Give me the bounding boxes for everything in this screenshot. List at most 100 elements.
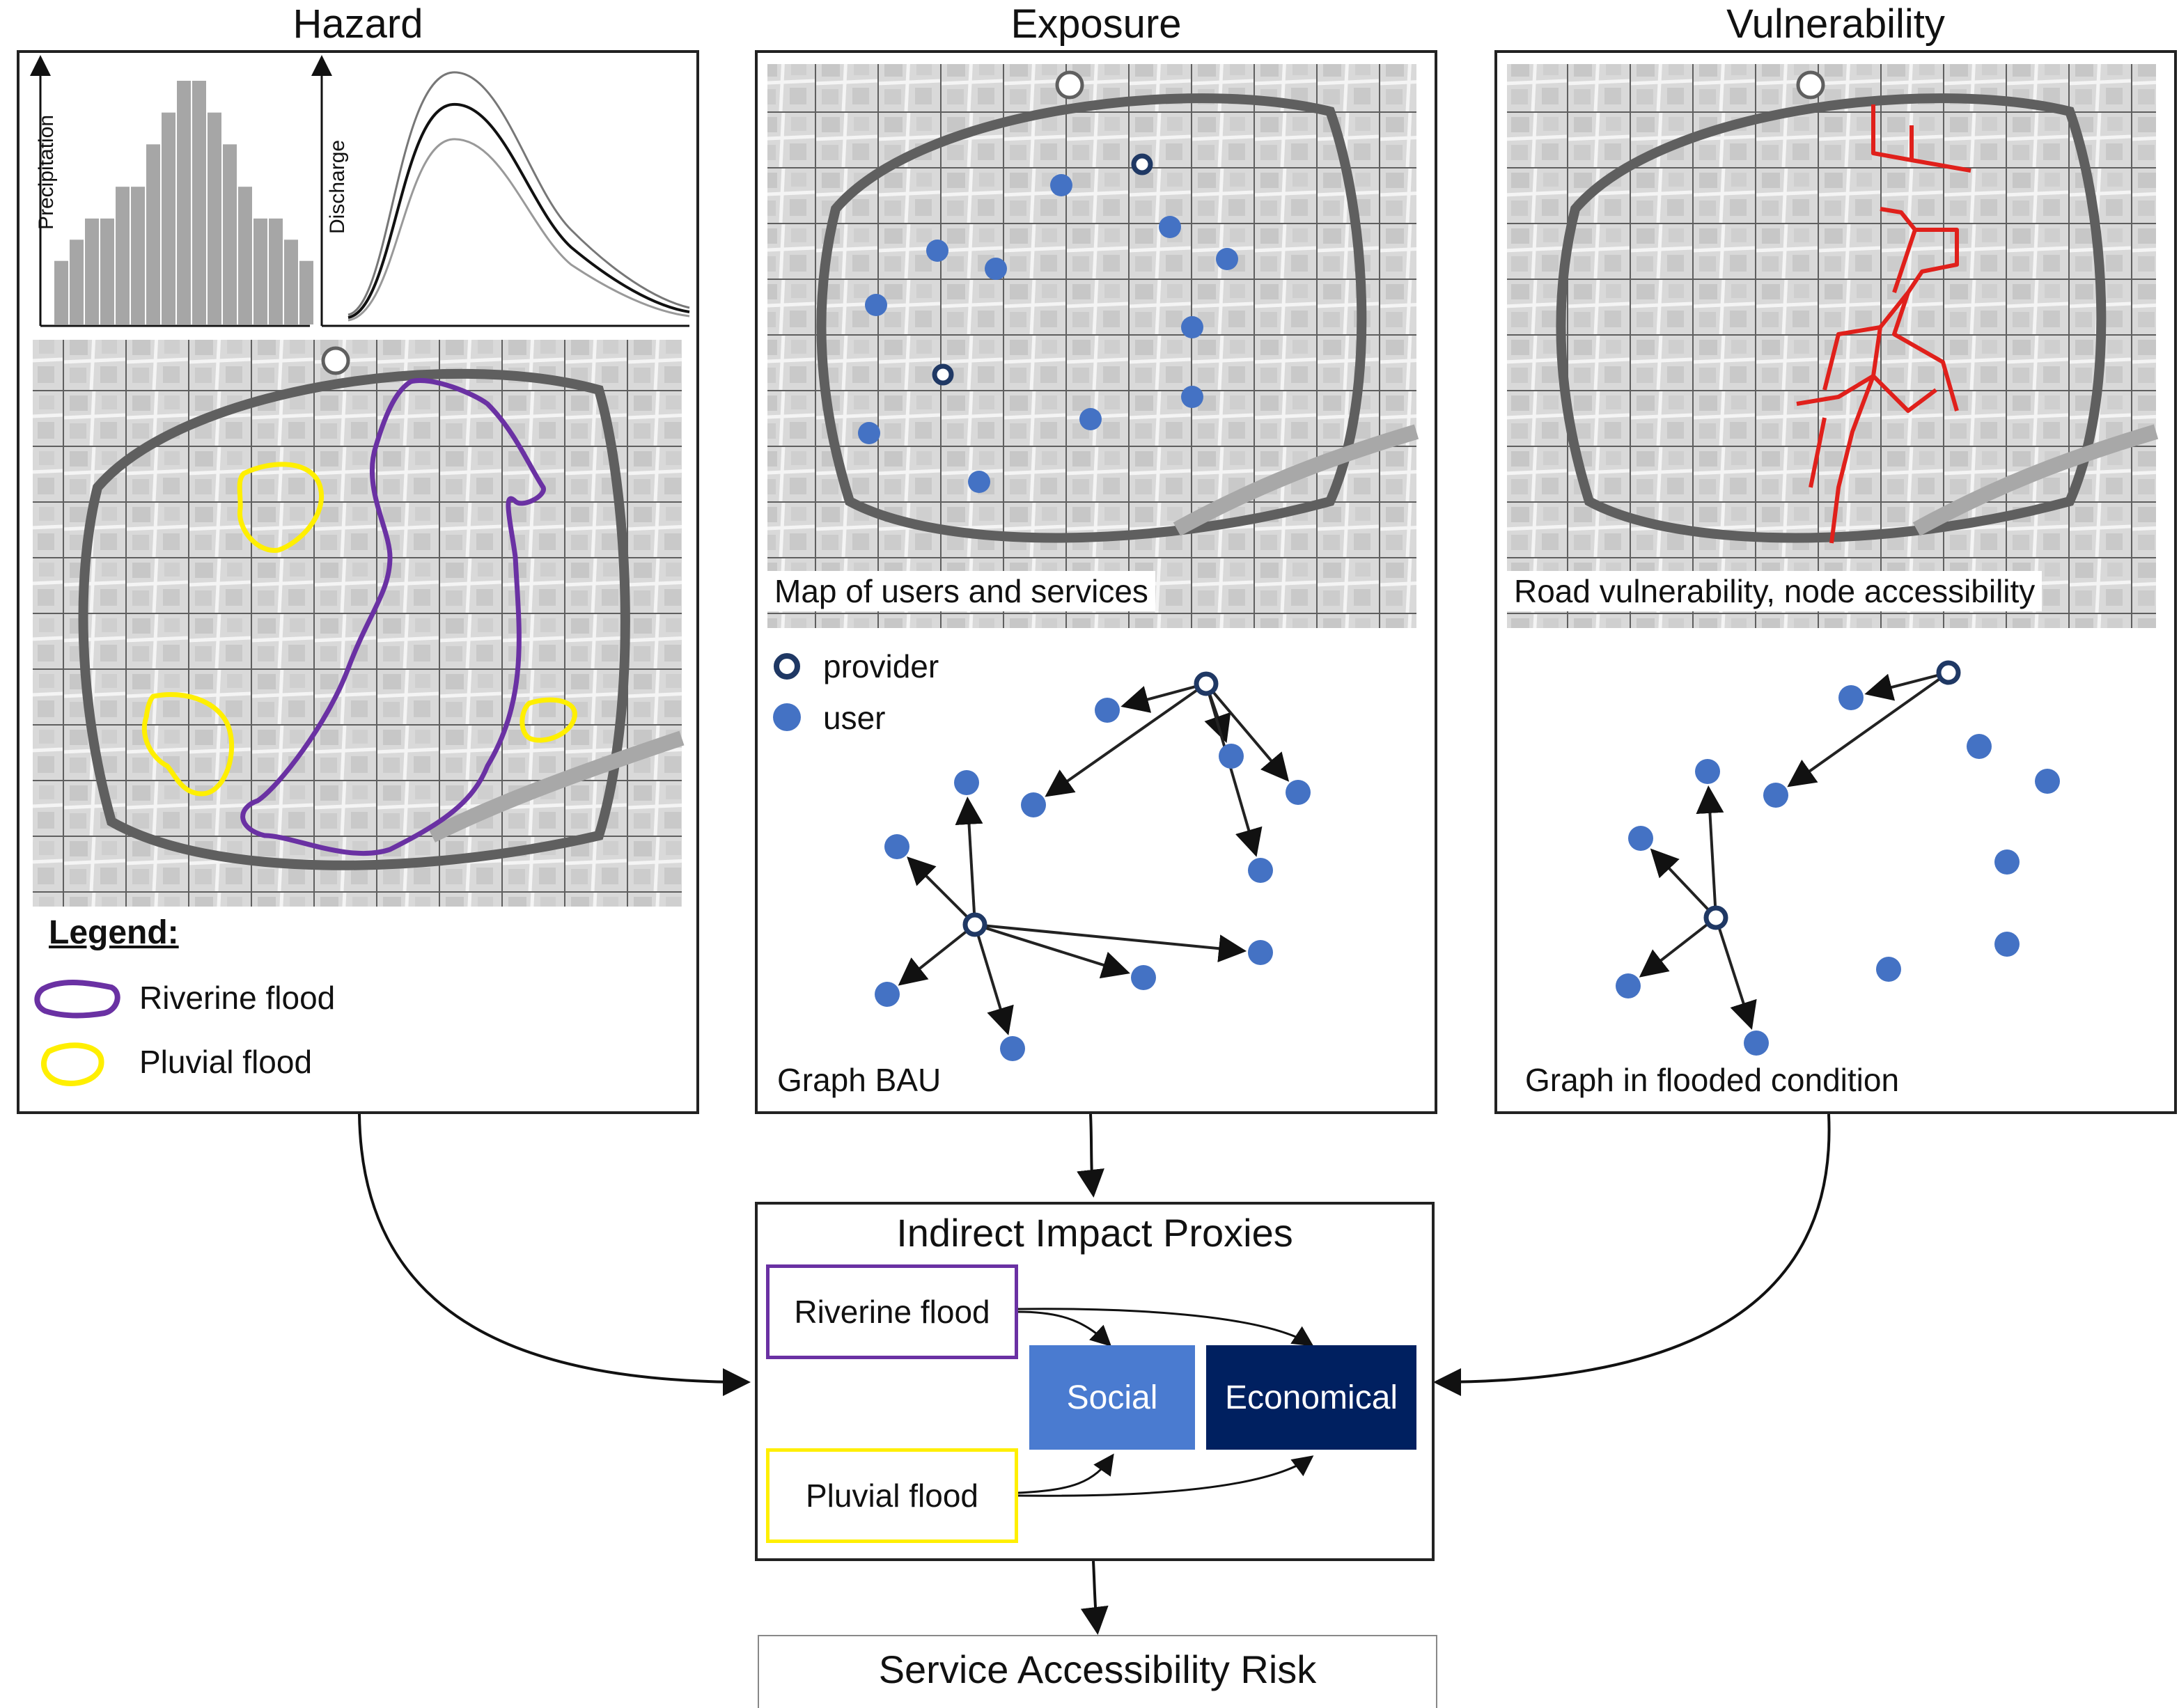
proxy-riverine-label: Riverine flood (794, 1294, 990, 1330)
user-map-marker (968, 471, 990, 493)
arrow-riverine-to-social (1017, 1310, 1112, 1347)
user-node (1994, 932, 2020, 957)
pluvial-flood-outline-3 (520, 697, 577, 743)
vulnerability-graphics (1507, 64, 2159, 1056)
user-node (1095, 698, 1120, 723)
graph-edge (984, 924, 1247, 963)
user-node (1131, 965, 1156, 990)
bau-graph-caption: Graph BAU (777, 1062, 942, 1098)
riverine-flood-outline (240, 378, 546, 856)
user-node (1763, 783, 1788, 808)
user-node (875, 982, 900, 1007)
provider-map-marker (932, 363, 954, 386)
user-node (1286, 780, 1311, 805)
user-node (1876, 957, 1901, 982)
hazard-map (33, 340, 685, 907)
pluvial-flood-outline-1 (237, 462, 324, 553)
bau-graph (875, 671, 1311, 1061)
user-node (1248, 858, 1273, 883)
user-node (1967, 734, 1992, 759)
hyetograph-bar (208, 112, 221, 325)
user-map-marker (865, 294, 887, 316)
social-impact-box: Social (1029, 1345, 1195, 1450)
discharge-curve-mean (347, 102, 690, 319)
user-map-marker (985, 258, 1007, 280)
legend-riverine-swatch (34, 980, 120, 1019)
graph-edge (1045, 688, 1199, 797)
graph-edge (1717, 926, 1757, 1030)
graph-edge (1650, 848, 1710, 912)
graph-edge (898, 930, 969, 986)
user-map-marker (1079, 408, 1102, 430)
hyetograph-bar (269, 218, 283, 324)
risk-title: Service Accessibility Risk (878, 1647, 1317, 1691)
hazard-panel (17, 50, 699, 1114)
user-node (1695, 759, 1720, 784)
discharge-axis-label: Discharge (326, 140, 349, 234)
arrow-pluvial-to-social (1017, 1453, 1114, 1494)
user-node (1219, 744, 1244, 769)
proxies-panel (755, 1202, 1435, 1561)
arrow-proxies-to-risk (1080, 1560, 1109, 1635)
exposure-map-points (858, 153, 1238, 493)
proxies-title: Indirect Impact Proxies (896, 1211, 1293, 1255)
arrow-riverine-to-economical (1017, 1308, 1314, 1347)
flow-arrows (358, 1113, 1831, 1635)
economical-impact-box: Economical (1206, 1345, 1416, 1450)
exposure-graphics (767, 64, 1419, 1061)
hazard-graphics: Precipitation Discharge (30, 55, 690, 1086)
user-node (1628, 826, 1653, 851)
hyetograph-bar (162, 112, 175, 325)
vulnerability-map (1507, 64, 2159, 628)
user-node (884, 834, 909, 859)
user-map-marker (1216, 248, 1238, 270)
graph-edge (1639, 923, 1710, 978)
provider-legend-marker (774, 653, 800, 680)
precipitation-axis-label: Precipitation (35, 115, 58, 230)
legend-pluvial-label: Pluvial flood (139, 1044, 313, 1080)
social-impact-label: Social (1066, 1379, 1158, 1416)
arrow-exposure-to-proxies (1077, 1113, 1104, 1198)
hyetograph-bars (54, 81, 313, 325)
graph-edge (1207, 692, 1263, 857)
economical-impact-label: Economical (1224, 1379, 1398, 1416)
pluvial-flood-outline-2 (141, 691, 235, 797)
user-map-marker (1050, 174, 1072, 196)
vulnerability-panel (1494, 50, 2177, 1114)
graph-edge (1864, 673, 1939, 701)
user-map-marker (926, 240, 948, 262)
provider-node (1194, 671, 1219, 696)
proxy-pluvial-box: Pluvial flood (766, 1448, 1018, 1543)
user-node (954, 770, 979, 795)
proxy-riverine-box: Riverine flood (766, 1264, 1018, 1359)
arrow-hazard-to-proxies (358, 1113, 751, 1396)
provider-node (1703, 905, 1728, 930)
provider-node (962, 912, 987, 937)
hyetograph-bar (238, 187, 252, 324)
graph-edge (1120, 684, 1197, 713)
provider-map-marker (1131, 153, 1153, 175)
user-map-marker (858, 422, 880, 444)
exposure-map-caption: Map of users and services (767, 571, 1155, 611)
hyetograph-bar (284, 240, 298, 324)
service-accessibility-risk-box: Service Accessibility Risk (758, 1635, 1437, 1708)
flooded-graph (1616, 660, 2060, 1056)
arrow-pluvial-to-economical (1017, 1455, 1314, 1497)
user-node (1021, 792, 1046, 817)
hydrograph-chart: Discharge (311, 55, 690, 327)
hyetograph-bar (177, 81, 191, 324)
proxy-pluvial-label: Pluvial flood (805, 1478, 979, 1514)
user-legend-marker (773, 703, 801, 731)
graph-edge (983, 926, 1130, 979)
provider-legend-label: provider (823, 648, 939, 684)
graph-edge (907, 856, 969, 919)
user-node (1616, 973, 1641, 998)
hyetograph-bar (116, 187, 130, 324)
hyetograph-bar (131, 187, 145, 324)
flooded-graph-caption: Graph in flooded condition (1525, 1062, 1900, 1098)
legend-riverine-label: Riverine flood (139, 980, 336, 1016)
exposure-map (767, 64, 1419, 628)
hyetograph-bar (54, 260, 68, 324)
hyetograph-bar (299, 260, 313, 324)
